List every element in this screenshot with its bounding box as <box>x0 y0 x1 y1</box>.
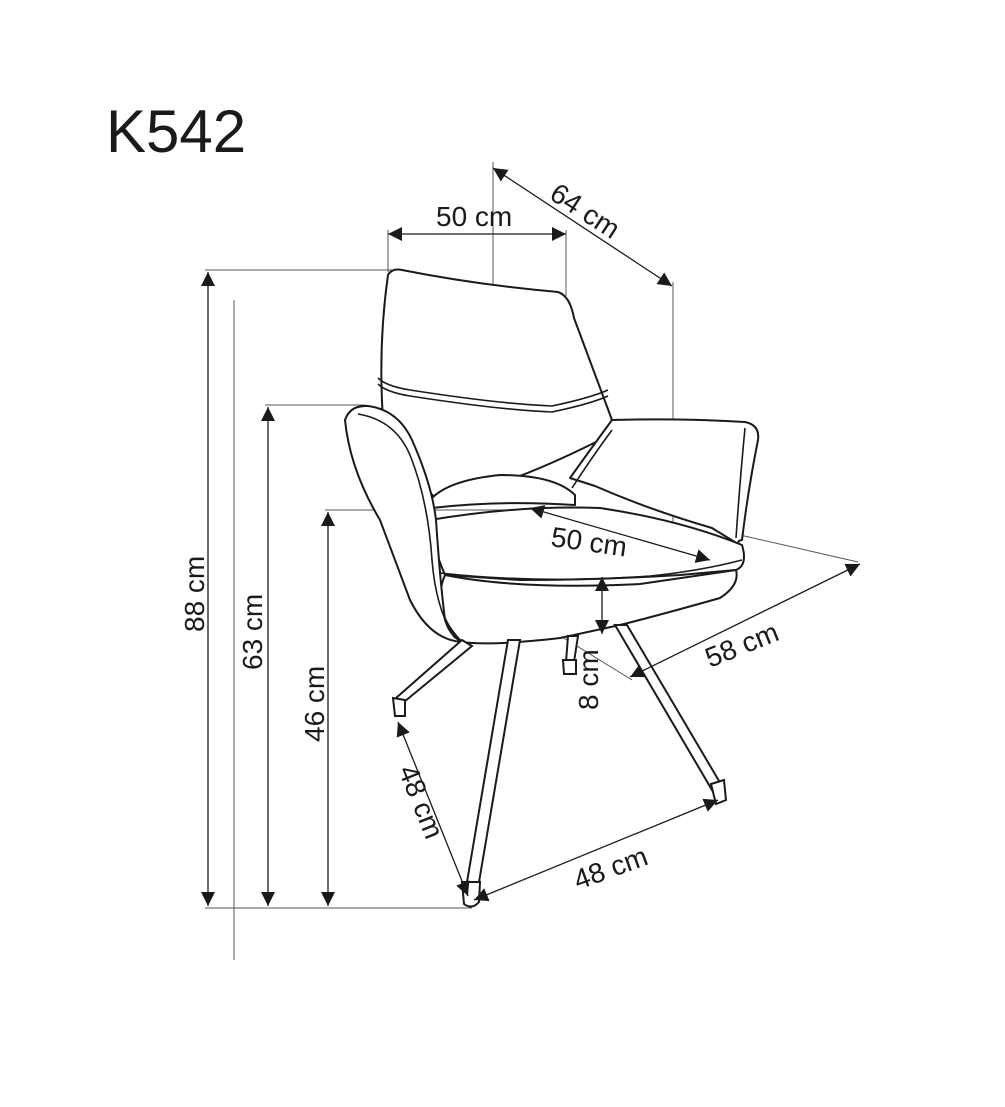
label-width-total: 58 cm <box>701 616 783 673</box>
label-back-width: 50 cm <box>436 201 512 232</box>
label-seat-height: 46 cm <box>299 666 330 742</box>
label-base-width: 48 cm <box>569 840 651 895</box>
backrest-seam <box>377 377 609 407</box>
seat-underside <box>439 569 738 645</box>
label-base-height: 8 cm <box>573 649 604 710</box>
lumbar-cushion <box>431 474 576 509</box>
chair-illustration <box>344 268 760 908</box>
right-armrest <box>569 418 760 545</box>
leg-left <box>394 638 474 704</box>
dim-base-width-line <box>473 798 719 902</box>
dim-width-total-line <box>629 563 861 678</box>
dim-depth-total-line <box>492 167 673 287</box>
label-armrest-height: 63 cm <box>237 594 268 670</box>
dim-seat-depth-line <box>529 505 711 563</box>
model-title: K542 <box>106 98 246 165</box>
label-height-total: 88 cm <box>179 556 210 632</box>
leg-front <box>464 639 522 889</box>
label-base-depth: 48 cm <box>392 761 449 843</box>
dimension-lines <box>201 167 861 906</box>
dim-base-depth-line <box>396 721 470 897</box>
